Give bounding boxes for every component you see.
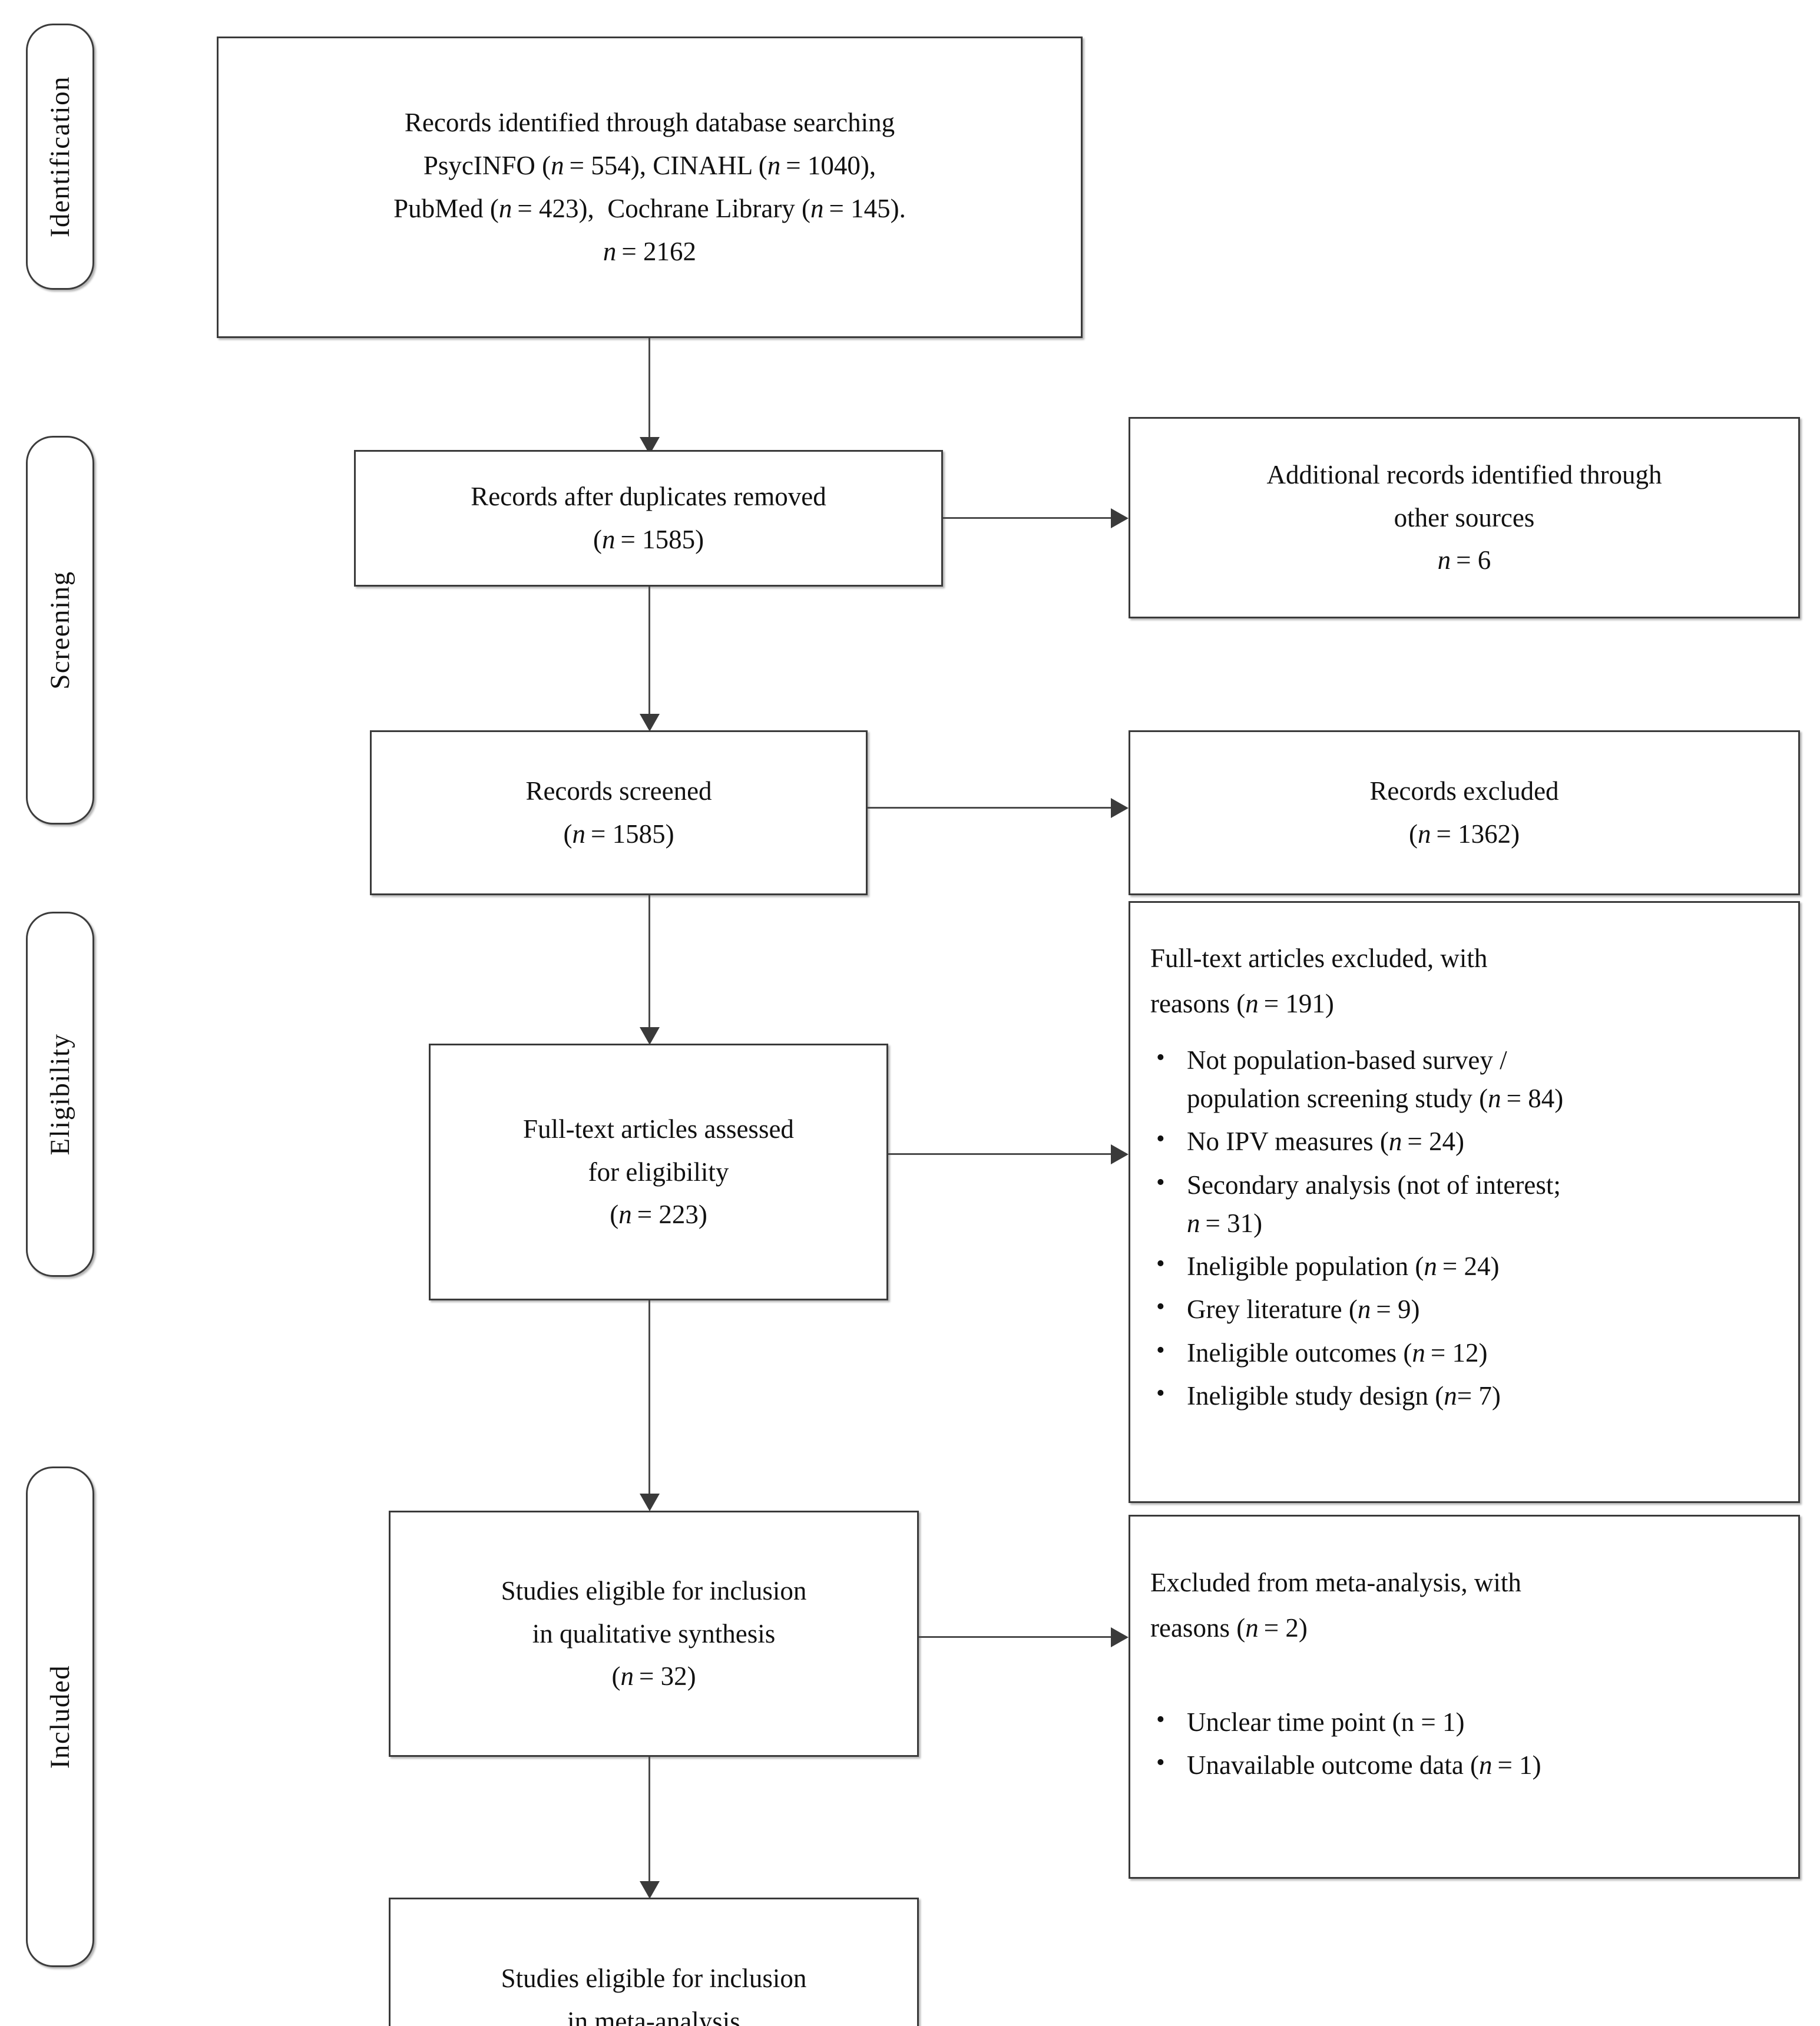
arrow-fulltext-to-excluded <box>1111 1144 1129 1164</box>
box-meta-analysis-excluded-reasons: Excluded from meta-analysis, with reason… <box>1129 1515 1800 1879</box>
arrow-qualitative-to-meta-analysis <box>640 1881 660 1899</box>
fulltext-excluded-heading-line-2: reasons (n = 191) <box>1150 989 1334 1019</box>
connector-qualitative-to-meta-analysis <box>648 1757 650 1885</box>
list-item: Secondary analysis (not of interest;n = … <box>1150 1165 1781 1243</box>
fulltext-assessed-count: (n = 223) <box>610 1200 707 1230</box>
meta-analysis-line-2: in meta-analysis <box>567 2006 740 2026</box>
records-identified-line-1: Records identified through database sear… <box>404 108 895 138</box>
list-item: Grey literature (n = 9) <box>1150 1289 1781 1329</box>
stage-label-included: Included <box>45 1664 75 1769</box>
fulltext-assessed-line-1: Full-text articles assessed <box>523 1114 794 1144</box>
box-fulltext-assessed: Full-text articles assessed for eligibil… <box>429 1044 888 1300</box>
arrow-qualitative-to-meta-excluded <box>1111 1627 1129 1647</box>
additional-records-line-1: Additional records identified through <box>1266 459 1662 489</box>
list-item: Unclear time point (n = 1) <box>1150 1702 1781 1742</box>
box-fulltext-excluded-reasons: Full-text articles excluded, with reason… <box>1129 901 1800 1503</box>
connector-fulltext-to-qualitative <box>648 1300 650 1497</box>
records-excluded-count: (n = 1362) <box>1408 819 1520 849</box>
connector-fulltext-to-excluded <box>888 1153 1114 1155</box>
arrow-screened-to-fulltext <box>640 1027 660 1045</box>
after-duplicates-count: (n = 1585) <box>593 525 704 554</box>
stage-label-screening: Screening <box>45 571 75 690</box>
stage-label-eligibility: Eligibility <box>45 1033 75 1156</box>
meta-excluded-reason-list: Unclear time point (n = 1) Unavailable o… <box>1150 1702 1781 1785</box>
box-meta-analysis: Studies eligible for inclusion in meta-a… <box>389 1898 919 2026</box>
meta-excluded-heading-line-2: reasons (n = 2) <box>1150 1613 1308 1643</box>
box-records-after-duplicates: Records after duplicates removed (n = 15… <box>354 450 943 587</box>
arrow-duplicates-to-screened <box>640 714 660 731</box>
records-screened-line-1: Records screened <box>525 776 712 806</box>
connector-screened-to-fulltext <box>648 895 650 1031</box>
connector-duplicates-to-screened <box>648 587 650 717</box>
list-item: Ineligible study design (n= 7) <box>1150 1376 1781 1415</box>
stage-pill-identification: Identification <box>26 24 94 290</box>
list-item: Unavailable outcome data (n = 1) <box>1150 1745 1781 1785</box>
list-item: Ineligible outcomes (n = 12) <box>1150 1333 1781 1372</box>
box-records-identified: Records identified through database sear… <box>217 37 1083 338</box>
records-excluded-line-1: Records excluded <box>1369 776 1559 806</box>
stage-pill-screening: Screening <box>26 436 94 825</box>
records-identified-line-3: PubMed (n = 423), Cochrane Library (n = … <box>393 194 906 223</box>
meta-analysis-line-1: Studies eligible for inclusion <box>501 1963 807 1993</box>
qualitative-count: (n = 32) <box>611 1661 696 1691</box>
arrow-screened-to-excluded <box>1111 798 1129 818</box>
list-item: No IPV measures (n = 24) <box>1150 1121 1781 1161</box>
qualitative-line-1: Studies eligible for inclusion <box>501 1575 807 1605</box>
arrow-duplicates-to-additional <box>1111 508 1129 528</box>
list-item: Not population-based survey /population … <box>1150 1040 1781 1118</box>
after-duplicates-line-1: Records after duplicates removed <box>471 482 826 512</box>
records-identified-line-2: PsycINFO (n = 554), CINAHL (n = 1040), <box>423 151 876 181</box>
box-records-excluded: Records excluded (n = 1362) <box>1129 730 1800 895</box>
connector-screened-to-excluded <box>868 807 1114 809</box>
connector-identified-to-duplicates <box>648 338 650 442</box>
records-identified-total: n = 2162 <box>603 236 697 266</box>
meta-excluded-heading-line-1: Excluded from meta-analysis, with <box>1150 1568 1521 1597</box>
stage-pill-included: Included <box>26 1466 94 1967</box>
box-records-screened: Records screened (n = 1585) <box>370 730 868 895</box>
connector-qualitative-to-meta-excluded <box>919 1636 1114 1638</box>
box-additional-records: Additional records identified through ot… <box>1129 417 1800 618</box>
fulltext-excluded-heading-line-1: Full-text articles excluded, with <box>1150 944 1488 973</box>
stage-pill-eligibility: Eligibility <box>26 912 94 1277</box>
list-item: Ineligible population (n = 24) <box>1150 1246 1781 1286</box>
box-qualitative-synthesis: Studies eligible for inclusion in qualit… <box>389 1511 919 1757</box>
fulltext-excluded-reason-list: Not population-based survey /population … <box>1150 1040 1781 1415</box>
connector-duplicates-to-additional <box>943 517 1114 519</box>
qualitative-line-2: in qualitative synthesis <box>532 1618 776 1648</box>
stage-label-identification: Identification <box>45 75 75 238</box>
additional-records-line-2: other sources <box>1394 502 1535 532</box>
fulltext-assessed-line-2: for eligibility <box>588 1157 729 1187</box>
records-screened-count: (n = 1585) <box>563 819 674 849</box>
arrow-fulltext-to-qualitative <box>640 1494 660 1511</box>
additional-records-count: n = 6 <box>1437 545 1491 575</box>
